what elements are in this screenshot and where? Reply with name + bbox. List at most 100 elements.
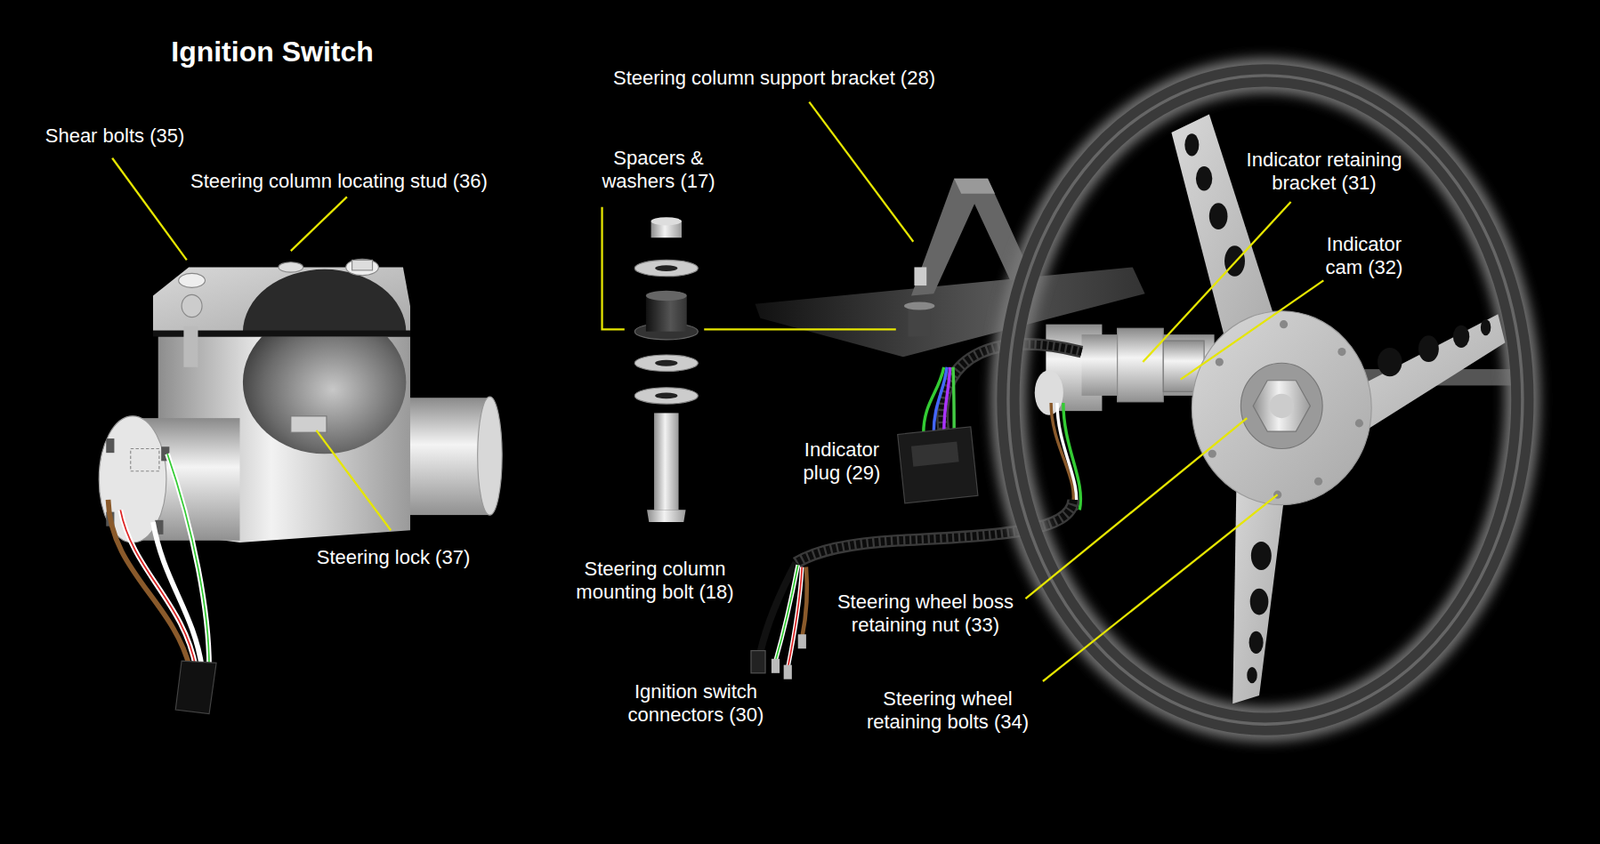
washer-hole: [654, 392, 678, 399]
part-label: Steering column support bracket (28): [613, 66, 936, 90]
steering-wheel: [1008, 75, 1523, 725]
wheel-hub: [1191, 311, 1372, 506]
leader-line: [808, 102, 914, 243]
nut-top: [651, 217, 682, 226]
connector-wire: [775, 565, 798, 662]
connector-wire: [801, 567, 807, 639]
retaining-bolt: [1208, 450, 1217, 459]
retaining-bolt: [1314, 477, 1323, 486]
indicator-bracket: [1117, 328, 1164, 403]
wheel-rim-highlight: [1008, 75, 1523, 725]
part-label: Indicator cam (32): [1315, 233, 1414, 280]
sleeve-end: [477, 396, 503, 516]
wire: [167, 453, 210, 669]
spacer: [646, 296, 687, 332]
bracket-nut: [913, 266, 927, 286]
wire-sleeve: [175, 661, 217, 715]
connector-pin: [798, 634, 807, 649]
spoke-hole: [1251, 541, 1272, 571]
wire: [1063, 403, 1082, 510]
connector-sleeve: [751, 651, 766, 674]
washer-hole: [654, 265, 678, 272]
terminal-tab: [105, 438, 114, 453]
leader-line: [1180, 280, 1325, 380]
connector-pin: [771, 659, 780, 674]
boss-nut: [1252, 380, 1310, 432]
part-label: Steering wheel retaining bolts (34): [852, 687, 1044, 735]
wire: [167, 453, 210, 669]
leader-line: [1025, 418, 1247, 599]
shear-bolt-shank: [183, 326, 198, 368]
shear-bolt: [178, 273, 206, 288]
spoke-hole: [1250, 589, 1269, 616]
spacer-top: [646, 290, 687, 301]
part-label: Indicator retaining bracket (31): [1228, 148, 1421, 195]
bracket-arm: [953, 178, 995, 194]
spoke-hole: [1195, 166, 1213, 192]
washer-hole: [654, 360, 678, 367]
leader-line: [315, 430, 391, 531]
part-label: Steering wheel boss retaining nut (33): [830, 590, 1022, 638]
spoke-hole: [1418, 335, 1439, 363]
shear-bolt: [181, 294, 203, 317]
washer: [634, 259, 698, 276]
retaining-bolt: [1215, 357, 1224, 366]
plug-wire: [953, 367, 954, 435]
connector-wire: [775, 565, 798, 662]
switch-sleeve: [403, 397, 490, 516]
wheel-rim: [1008, 75, 1523, 725]
clamp-hole: [242, 269, 406, 333]
leader-line: [112, 158, 187, 261]
leader-bracket: [602, 207, 625, 331]
wire: [108, 500, 191, 669]
leader-line: [290, 196, 348, 251]
part-label: Spacers & washers (17): [596, 146, 721, 194]
spoke-hole: [1184, 133, 1199, 156]
mounting-hardware: [634, 217, 698, 523]
plug-wire: [944, 367, 951, 435]
connector-wire: [787, 567, 802, 670]
plug-socket: [911, 441, 960, 467]
wheel-boss: [1240, 363, 1323, 449]
clamp-top: [153, 266, 411, 332]
wire: [1050, 403, 1074, 510]
spoke-hole: [1249, 631, 1264, 655]
retaining-bolt: [1355, 419, 1364, 428]
leader-lines: [112, 102, 1324, 682]
part-label: Steering column mounting bolt (18): [565, 557, 744, 605]
steering-lock: [290, 416, 327, 433]
indicator-plug: [897, 427, 978, 504]
spoke-hole: [1453, 325, 1470, 348]
shear-bolt: [352, 259, 373, 270]
bolt-head: [646, 509, 687, 523]
connector-wire: [787, 567, 802, 670]
bracket-washer: [904, 301, 935, 310]
part-label: Steering column locating stud (36): [190, 169, 488, 194]
leader-line: [1142, 202, 1291, 363]
svg-definition: [98, 75, 1531, 725]
connector-pin: [783, 665, 792, 680]
boss-nut-centre: [1268, 394, 1294, 420]
spoke-hole: [1377, 347, 1403, 377]
spoke-hole: [1480, 319, 1491, 336]
part-label: Ignition switch connectors (30): [618, 680, 775, 728]
part-label: Steering lock (37): [316, 546, 470, 570]
switch-face-mark: [130, 449, 160, 472]
locating-stud: [278, 262, 304, 273]
switch-face: [1034, 370, 1064, 415]
part-label: Shear bolts (35): [45, 124, 186, 148]
retaining-bolt: [1279, 320, 1288, 329]
retaining-bolt: [1337, 347, 1346, 356]
part-label: Indicator plug (29): [792, 438, 891, 485]
wire: [120, 509, 196, 669]
spoke-hole: [1209, 202, 1229, 230]
leader-line: [1042, 494, 1278, 682]
diagram-title: Ignition Switch: [170, 35, 374, 69]
spoke-hole: [1246, 667, 1257, 684]
wheel-rim-glow: [1008, 75, 1523, 725]
leader-line: [703, 328, 897, 331]
washer: [634, 387, 698, 405]
wire: [120, 509, 196, 669]
